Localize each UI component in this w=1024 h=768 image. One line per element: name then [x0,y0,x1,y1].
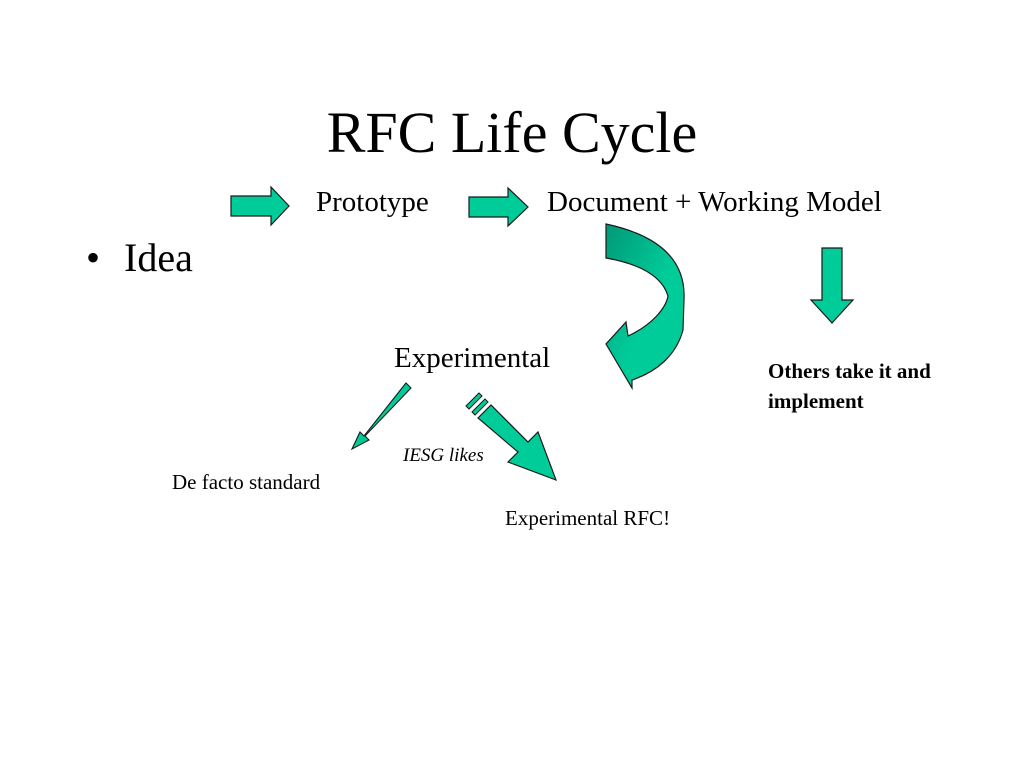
bullet-text-idea: Idea [124,235,193,280]
slide-title: RFC Life Cycle [326,100,698,165]
bullet-item: • Idea [86,238,193,278]
label-document-working-model: Document + Working Model [547,186,882,218]
arrow-prototype-to-document [468,186,529,228]
curved-arrow-document-to-experimental [605,223,685,391]
striped-arrow-to-experimental-rfc [465,392,558,482]
label-experimental-rfc: Experimental RFC! [505,506,671,530]
bullet-dot: • [86,235,101,280]
label-prototype: Prototype [316,186,429,218]
arrow-down-to-others [809,247,855,324]
label-others-implement: Others take it and implement [768,359,931,414]
label-de-facto-standard: De facto standard [172,470,321,494]
label-iesg-likes: IESG likes [403,445,484,466]
label-experimental: Experimental [394,342,551,374]
arrow-to-de-facto-standard [350,382,412,451]
arrow-idea-to-prototype [230,185,290,227]
